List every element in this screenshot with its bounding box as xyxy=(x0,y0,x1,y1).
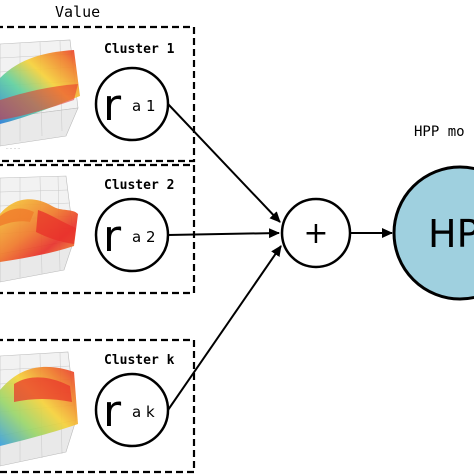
node-ra1-main: r xyxy=(103,80,122,131)
arrow-ra1-to-sum xyxy=(167,103,281,223)
hpp-node: HPP xyxy=(392,165,474,301)
node-ra2: r a 2 xyxy=(94,197,170,273)
arrow-ra2-to-sum xyxy=(167,228,280,239)
cluster-box-2: Cluster 2 r a 2 xyxy=(0,163,196,295)
svg-text:·· ·· ·· ··: ·· ·· ·· ·· xyxy=(6,146,20,151)
surface-plot-1: ·· ·· ·· ·· xyxy=(0,39,80,151)
arrow-rak-to-sum xyxy=(167,245,282,411)
sum-symbol: + xyxy=(303,216,328,251)
node-rak-sub: a k xyxy=(132,403,155,421)
cluster-2-title: Cluster 2 xyxy=(104,178,174,193)
surface-plot-k xyxy=(0,351,78,467)
node-rak-main: r xyxy=(103,386,122,437)
node-ra1-sub: a 1 xyxy=(132,97,156,115)
hpp-node-label: HPP xyxy=(428,212,474,256)
sum-node: + xyxy=(280,197,352,269)
cluster-1-border xyxy=(0,25,196,163)
cluster-2-border xyxy=(0,163,196,295)
cluster-1-title: Cluster 1 xyxy=(104,42,175,57)
node-ra2-sub: a 2 xyxy=(132,228,156,246)
surface-plot-2 xyxy=(0,175,78,283)
value-label: Value xyxy=(55,3,100,21)
node-ra1: r a 1 xyxy=(94,66,170,142)
cluster-k-border xyxy=(0,338,196,474)
node-ra2-main: r xyxy=(103,211,122,262)
cluster-box-k: Cluster k r a k xyxy=(0,338,196,474)
cluster-box-1: ·· ·· ·· ·· Cluster 1 r a 1 xyxy=(0,25,196,163)
hpp-section-label: HPP mo xyxy=(414,124,465,140)
node-rak: r a k xyxy=(94,372,170,448)
cluster-k-title: Cluster k xyxy=(104,353,175,368)
